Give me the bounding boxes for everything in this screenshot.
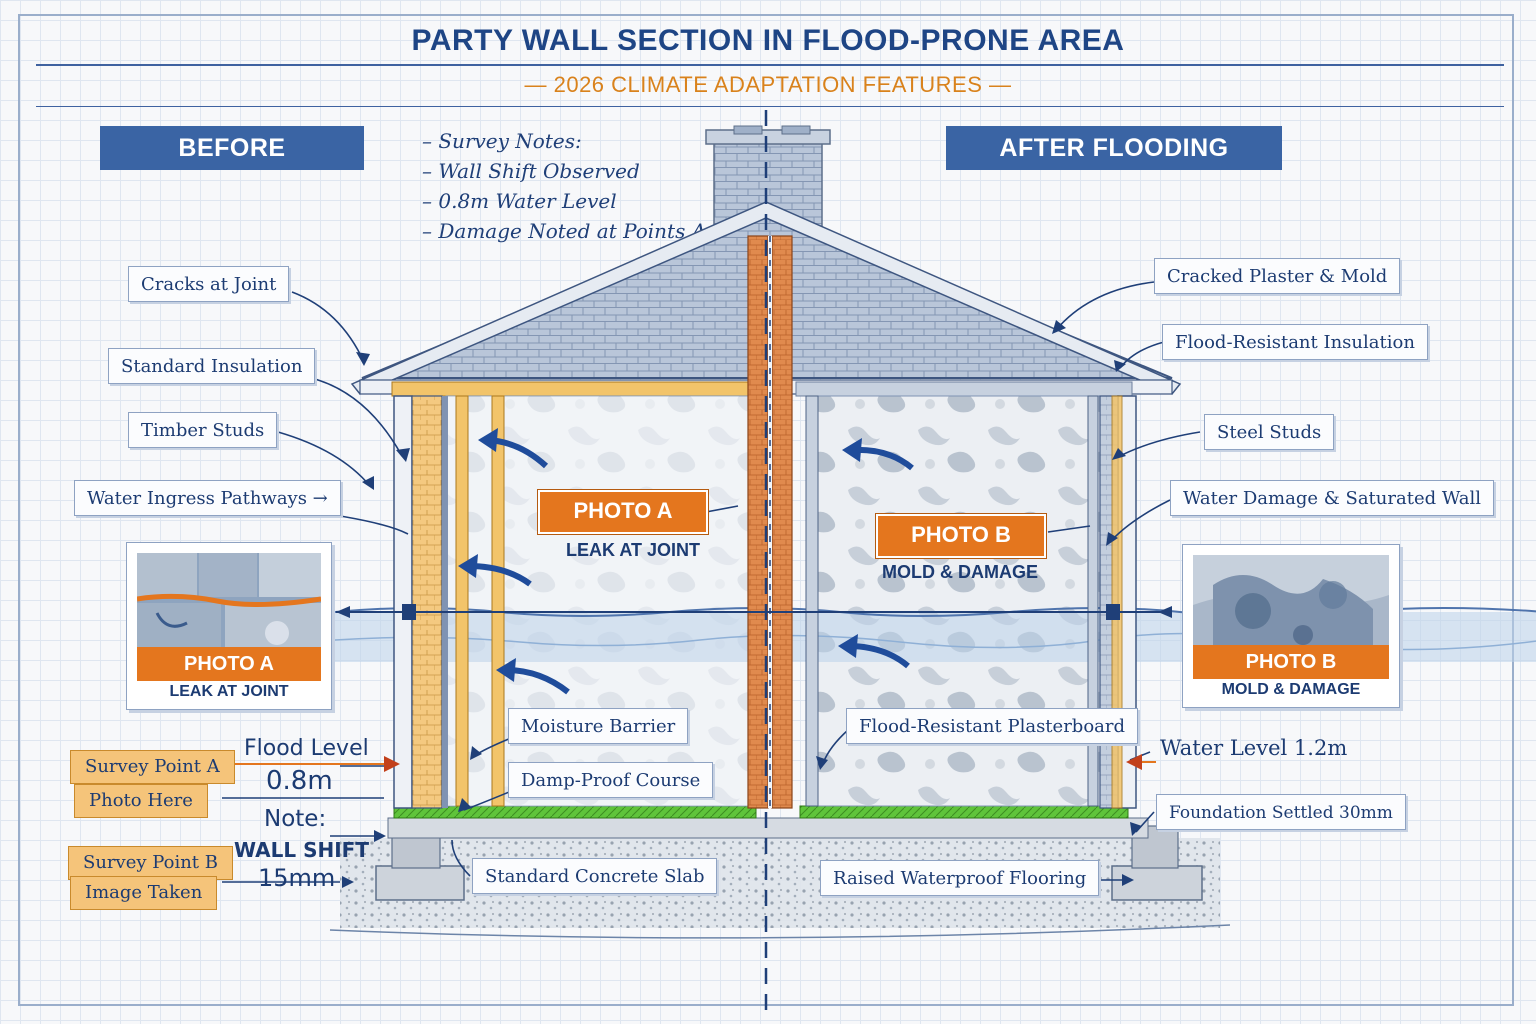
label-standard-concrete-slab: Standard Concrete Slab: [472, 858, 718, 894]
photo-b-image: [1193, 555, 1389, 655]
photo-b-tag: PHOTO B: [875, 513, 1047, 559]
survey-point-a-photo-tag: Photo Here: [74, 784, 208, 818]
photo-a-image: [137, 553, 321, 657]
label-steel-studs: Steel Studs: [1204, 414, 1335, 450]
wall-shift-note: Note:: [264, 806, 327, 832]
flood-level-value: 0.8m: [266, 766, 333, 796]
label-water-level: Water Level 1.2m: [1160, 736, 1348, 760]
title-rule-bottom: [36, 106, 1504, 107]
photo-b-card: PHOTO B MOLD & DAMAGE: [1182, 544, 1400, 708]
title-rule-top: [36, 64, 1504, 66]
label-flood-resistant-plasterboard: Flood-Resistant Plasterboard: [846, 708, 1139, 744]
label-raised-waterproof-flooring: Raised Waterproof Flooring: [820, 860, 1100, 896]
photo-b-card-tag: PHOTO B: [1193, 645, 1389, 679]
photo-a-card-tag: PHOTO A: [137, 647, 321, 681]
flood-level-label: Flood Level: [244, 736, 369, 761]
label-foundation-settled: Foundation Settled 30mm: [1156, 794, 1406, 830]
label-water-damage-saturated-wall: Water Damage & Saturated Wall: [1170, 480, 1495, 516]
label-standard-insulation: Standard Insulation: [108, 348, 316, 384]
survey-note-item: – 0.8m Water Level: [422, 189, 617, 213]
label-moisture-barrier: Moisture Barrier: [508, 708, 689, 744]
survey-note-item: – Wall Shift Observed: [422, 159, 640, 183]
wall-shift-value: 15mm: [258, 864, 336, 892]
wall-shift-label: WALL SHIFT: [234, 838, 369, 862]
survey-notes-heading: – Survey Notes:: [422, 129, 582, 153]
photo-b-caption: MOLD & DAMAGE: [882, 562, 1038, 582]
survey-point-b-tag: Survey Point B: [68, 846, 233, 880]
after-banner: AFTER FLOODING: [946, 126, 1282, 170]
page-title: PARTY WALL SECTION IN FLOOD-PRONE AREA: [411, 24, 1125, 57]
photo-a-caption: LEAK AT JOINT: [566, 540, 700, 560]
photo-a-card-caption: LEAK AT JOINT: [169, 683, 289, 700]
label-cracks-at-joint: Cracks at Joint: [128, 266, 290, 302]
label-cracked-plaster-mold: Cracked Plaster & Mold: [1154, 258, 1401, 294]
before-banner: BEFORE: [100, 126, 364, 170]
label-water-ingress-pathways: Water Ingress Pathways →: [74, 480, 341, 516]
label-timber-studs: Timber Studs: [128, 412, 278, 448]
photo-a-card: PHOTO A LEAK AT JOINT: [126, 542, 332, 710]
survey-point-a-tag: Survey Point A: [70, 750, 235, 784]
survey-point-b-image-tag: Image Taken: [70, 876, 218, 910]
photo-a-tag: PHOTO A: [537, 489, 709, 535]
page-subtitle: — 2026 CLIMATE ADAPTATION FEATURES —: [524, 72, 1012, 97]
label-flood-resistant-insulation: Flood-Resistant Insulation: [1162, 324, 1428, 360]
photo-b-card-caption: MOLD & DAMAGE: [1221, 681, 1361, 698]
label-damp-proof-course: Damp-Proof Course: [508, 762, 714, 798]
